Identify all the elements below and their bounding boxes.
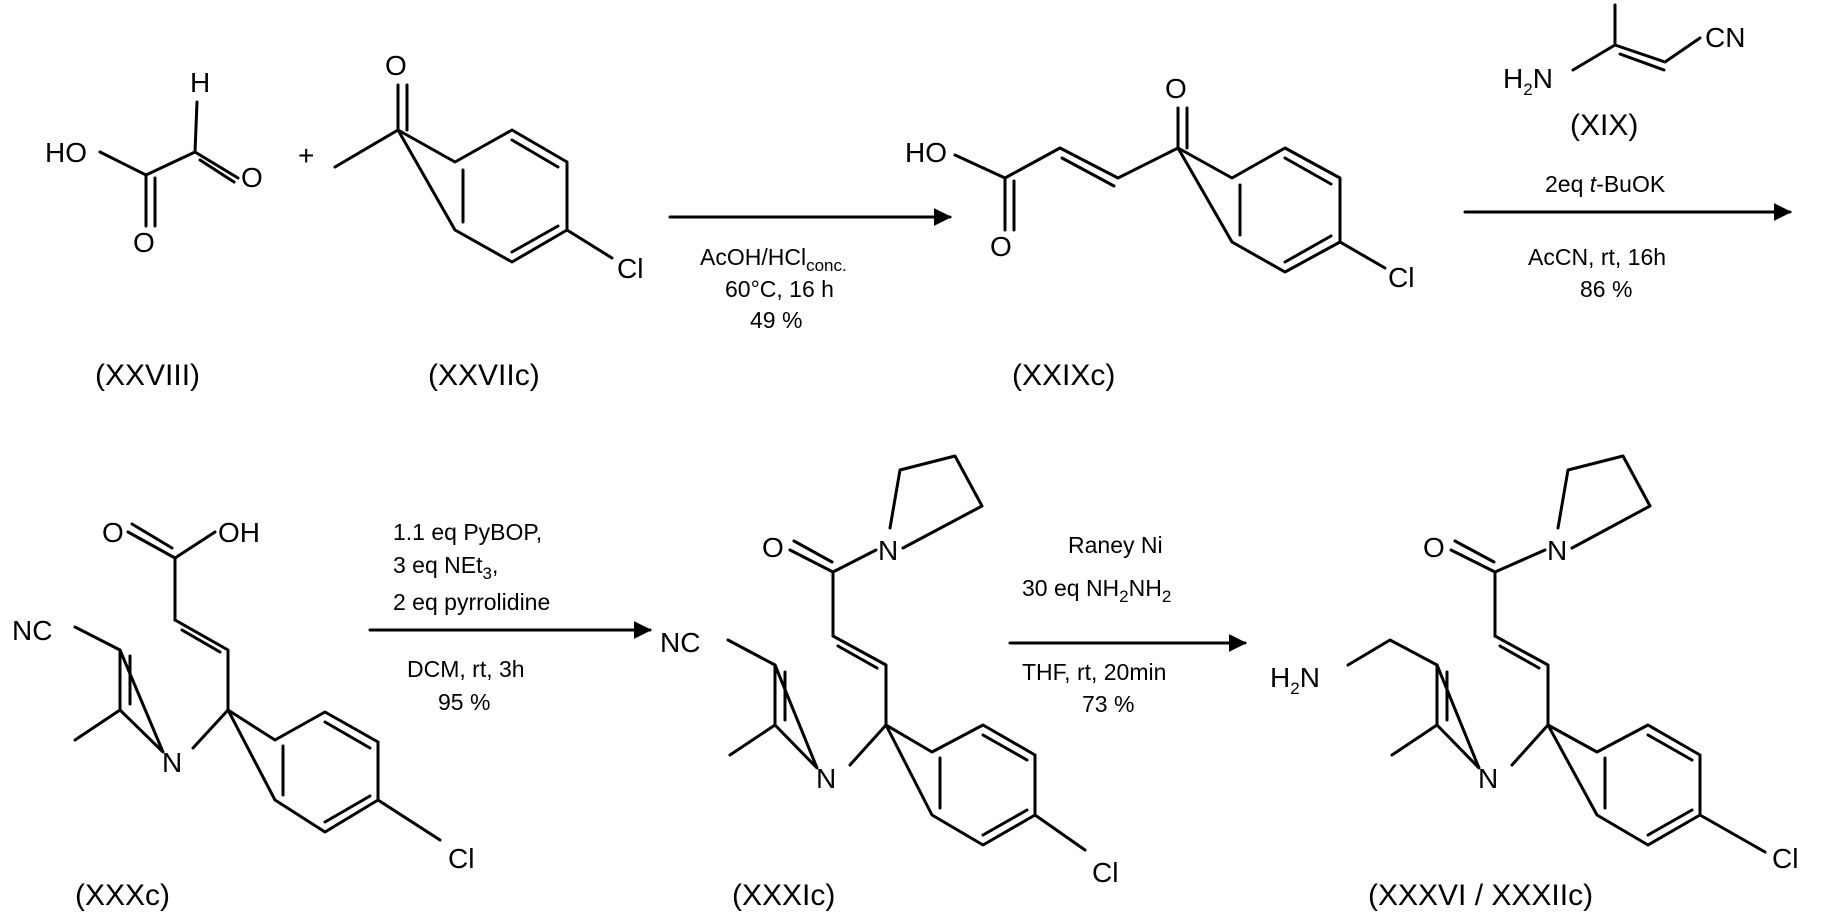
atom-label: O (133, 227, 155, 258)
condition-text: DCM, rt, 3h (407, 656, 525, 682)
reagent-text: 1.1 eq PyBOP, (393, 519, 542, 545)
atom-label: Cl (1772, 843, 1798, 874)
atom-label: H (190, 67, 210, 98)
reagent-text: AcOH/HClconc. (700, 244, 847, 275)
atom-label: O (762, 532, 784, 563)
reagent-text: 2eq t-BuOK (1545, 171, 1666, 197)
structure-ketoacid: HO O O Cl (905, 73, 1414, 293)
yield-text: 86 % (1580, 276, 1632, 302)
atom-label: HO (45, 137, 87, 168)
atom-label: O (990, 231, 1012, 262)
yield-text: 95 % (438, 689, 490, 715)
yield-text: 49 % (750, 307, 802, 333)
reaction-arrow-4: Raney Ni 30 eq NH2NH2 THF, rt, 20min 73 … (1010, 532, 1245, 717)
atom-label: O (1165, 73, 1187, 104)
atom-label: H2N (1503, 63, 1553, 99)
atom-label: N (816, 763, 836, 794)
atom-label: O (1423, 532, 1445, 563)
atom-label: H2N (1270, 662, 1320, 698)
atom-label: Cl (1388, 262, 1414, 293)
structure-glyoxylic-acid: HO H O O (45, 67, 263, 258)
reaction-arrow-3: 1.1 eq PyBOP, 3 eq NEt3, 2 eq pyrrolidin… (370, 519, 650, 715)
condition-text: AcCN, rt, 16h (1528, 244, 1666, 270)
atom-label: HO (905, 137, 947, 168)
reagent-text: Raney Ni (1068, 532, 1163, 558)
atom-label: O (102, 517, 124, 548)
atom-label: O (385, 50, 407, 81)
atom-label: Cl (1092, 857, 1118, 888)
compound-label: (XXXc) (75, 879, 170, 912)
plus-sign: + (298, 140, 314, 171)
atom-label: N (878, 535, 898, 566)
atom-label: NC (660, 627, 700, 658)
compound-label: (XXXIc) (732, 879, 835, 912)
condition-text: THF, rt, 20min (1022, 659, 1166, 685)
compound-label: (XXIXc) (1012, 359, 1115, 392)
reaction-arrow-2: 2eq t-BuOK AcCN, rt, 16h 86 % (1465, 171, 1790, 302)
atom-label: N (162, 747, 182, 778)
structure-chloroacetophenone: O Cl (335, 50, 643, 284)
atom-label: O (241, 162, 263, 193)
reagent-text: 30 eq NH2NH2 (1022, 575, 1171, 606)
structure-pyridine-amine: O N H2N N Cl (1270, 456, 1798, 874)
yield-text: 73 % (1082, 691, 1134, 717)
compound-label: (XXVIIc) (428, 359, 540, 392)
atom-label: N (1547, 535, 1567, 566)
atom-label: Cl (448, 843, 474, 874)
condition-text: 60°C, 16 h (725, 276, 834, 302)
structure-aminocrotononitrile: H2N CN (1503, 5, 1745, 99)
atom-label: NC (12, 615, 52, 646)
compound-label: (XIX) (1570, 109, 1638, 142)
compound-label: (XXXVI / XXXIIc) (1368, 879, 1593, 912)
atom-label: Cl (617, 253, 643, 284)
atom-label: OH (218, 517, 260, 548)
atom-label: N (1478, 763, 1498, 794)
reagent-text: 3 eq NEt3, (393, 552, 498, 583)
atom-label: CN (1705, 22, 1745, 53)
compound-label: (XXVIII) (95, 359, 200, 392)
reagent-text: 2 eq pyrrolidine (393, 589, 550, 615)
reaction-arrow-1: AcOH/HClconc. 60°C, 16 h 49 % (670, 217, 950, 333)
